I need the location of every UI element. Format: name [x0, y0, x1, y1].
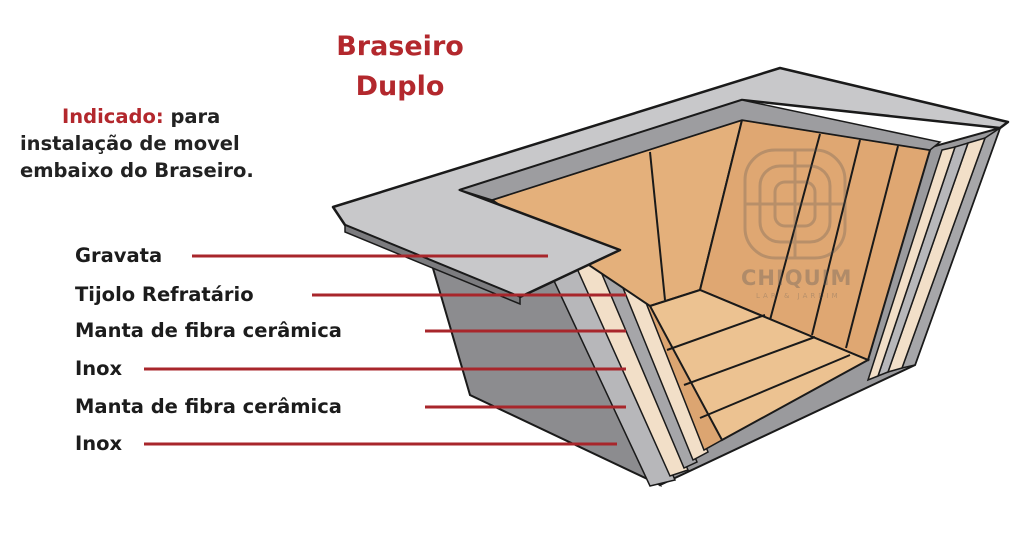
- brick-joint: [769, 133, 821, 321]
- title-line-2: Duplo: [355, 71, 445, 102]
- intro-line-3: embaixo do Braseiro.: [20, 159, 254, 182]
- floor-bricks: [648, 288, 871, 442]
- label-manta-fibra-1: Manta de fibra cerâmica: [75, 319, 342, 342]
- intro-highlight: Indicado:: [62, 105, 164, 128]
- label-inox-1: Inox: [75, 357, 123, 380]
- label-manta-fibra-2: Manta de fibra cerâmica: [75, 395, 342, 418]
- floor-joint: [666, 314, 766, 351]
- label-gravata: Gravata: [75, 244, 163, 267]
- gravata-rim-edge: [344, 223, 521, 306]
- label-tijolo-refratario: Tijolo Refratário: [75, 283, 254, 306]
- intro-rest: para: [163, 105, 221, 128]
- intro-line-2: instalação de movel: [20, 132, 240, 155]
- watermark-text: CHIQUIM: [741, 266, 853, 290]
- floor-joint: [699, 354, 851, 419]
- brick-joint: [811, 139, 861, 336]
- floor-joint: [683, 336, 816, 386]
- brick-joint: [845, 145, 899, 349]
- gravata-rim-inner: [457, 99, 942, 201]
- intro-text: Indicado: para instalação de movel embai…: [20, 103, 320, 184]
- intro-line-1: Indicado: para: [20, 103, 320, 130]
- watermark-subtext: LAR & JARDIM: [756, 292, 841, 300]
- watermark-logo-icon: [743, 148, 847, 260]
- title-line-1: Braseiro: [336, 31, 464, 62]
- brick-joint: [649, 151, 666, 301]
- right-layer-fiber2: [866, 145, 957, 382]
- label-inox-2: Inox: [75, 432, 123, 455]
